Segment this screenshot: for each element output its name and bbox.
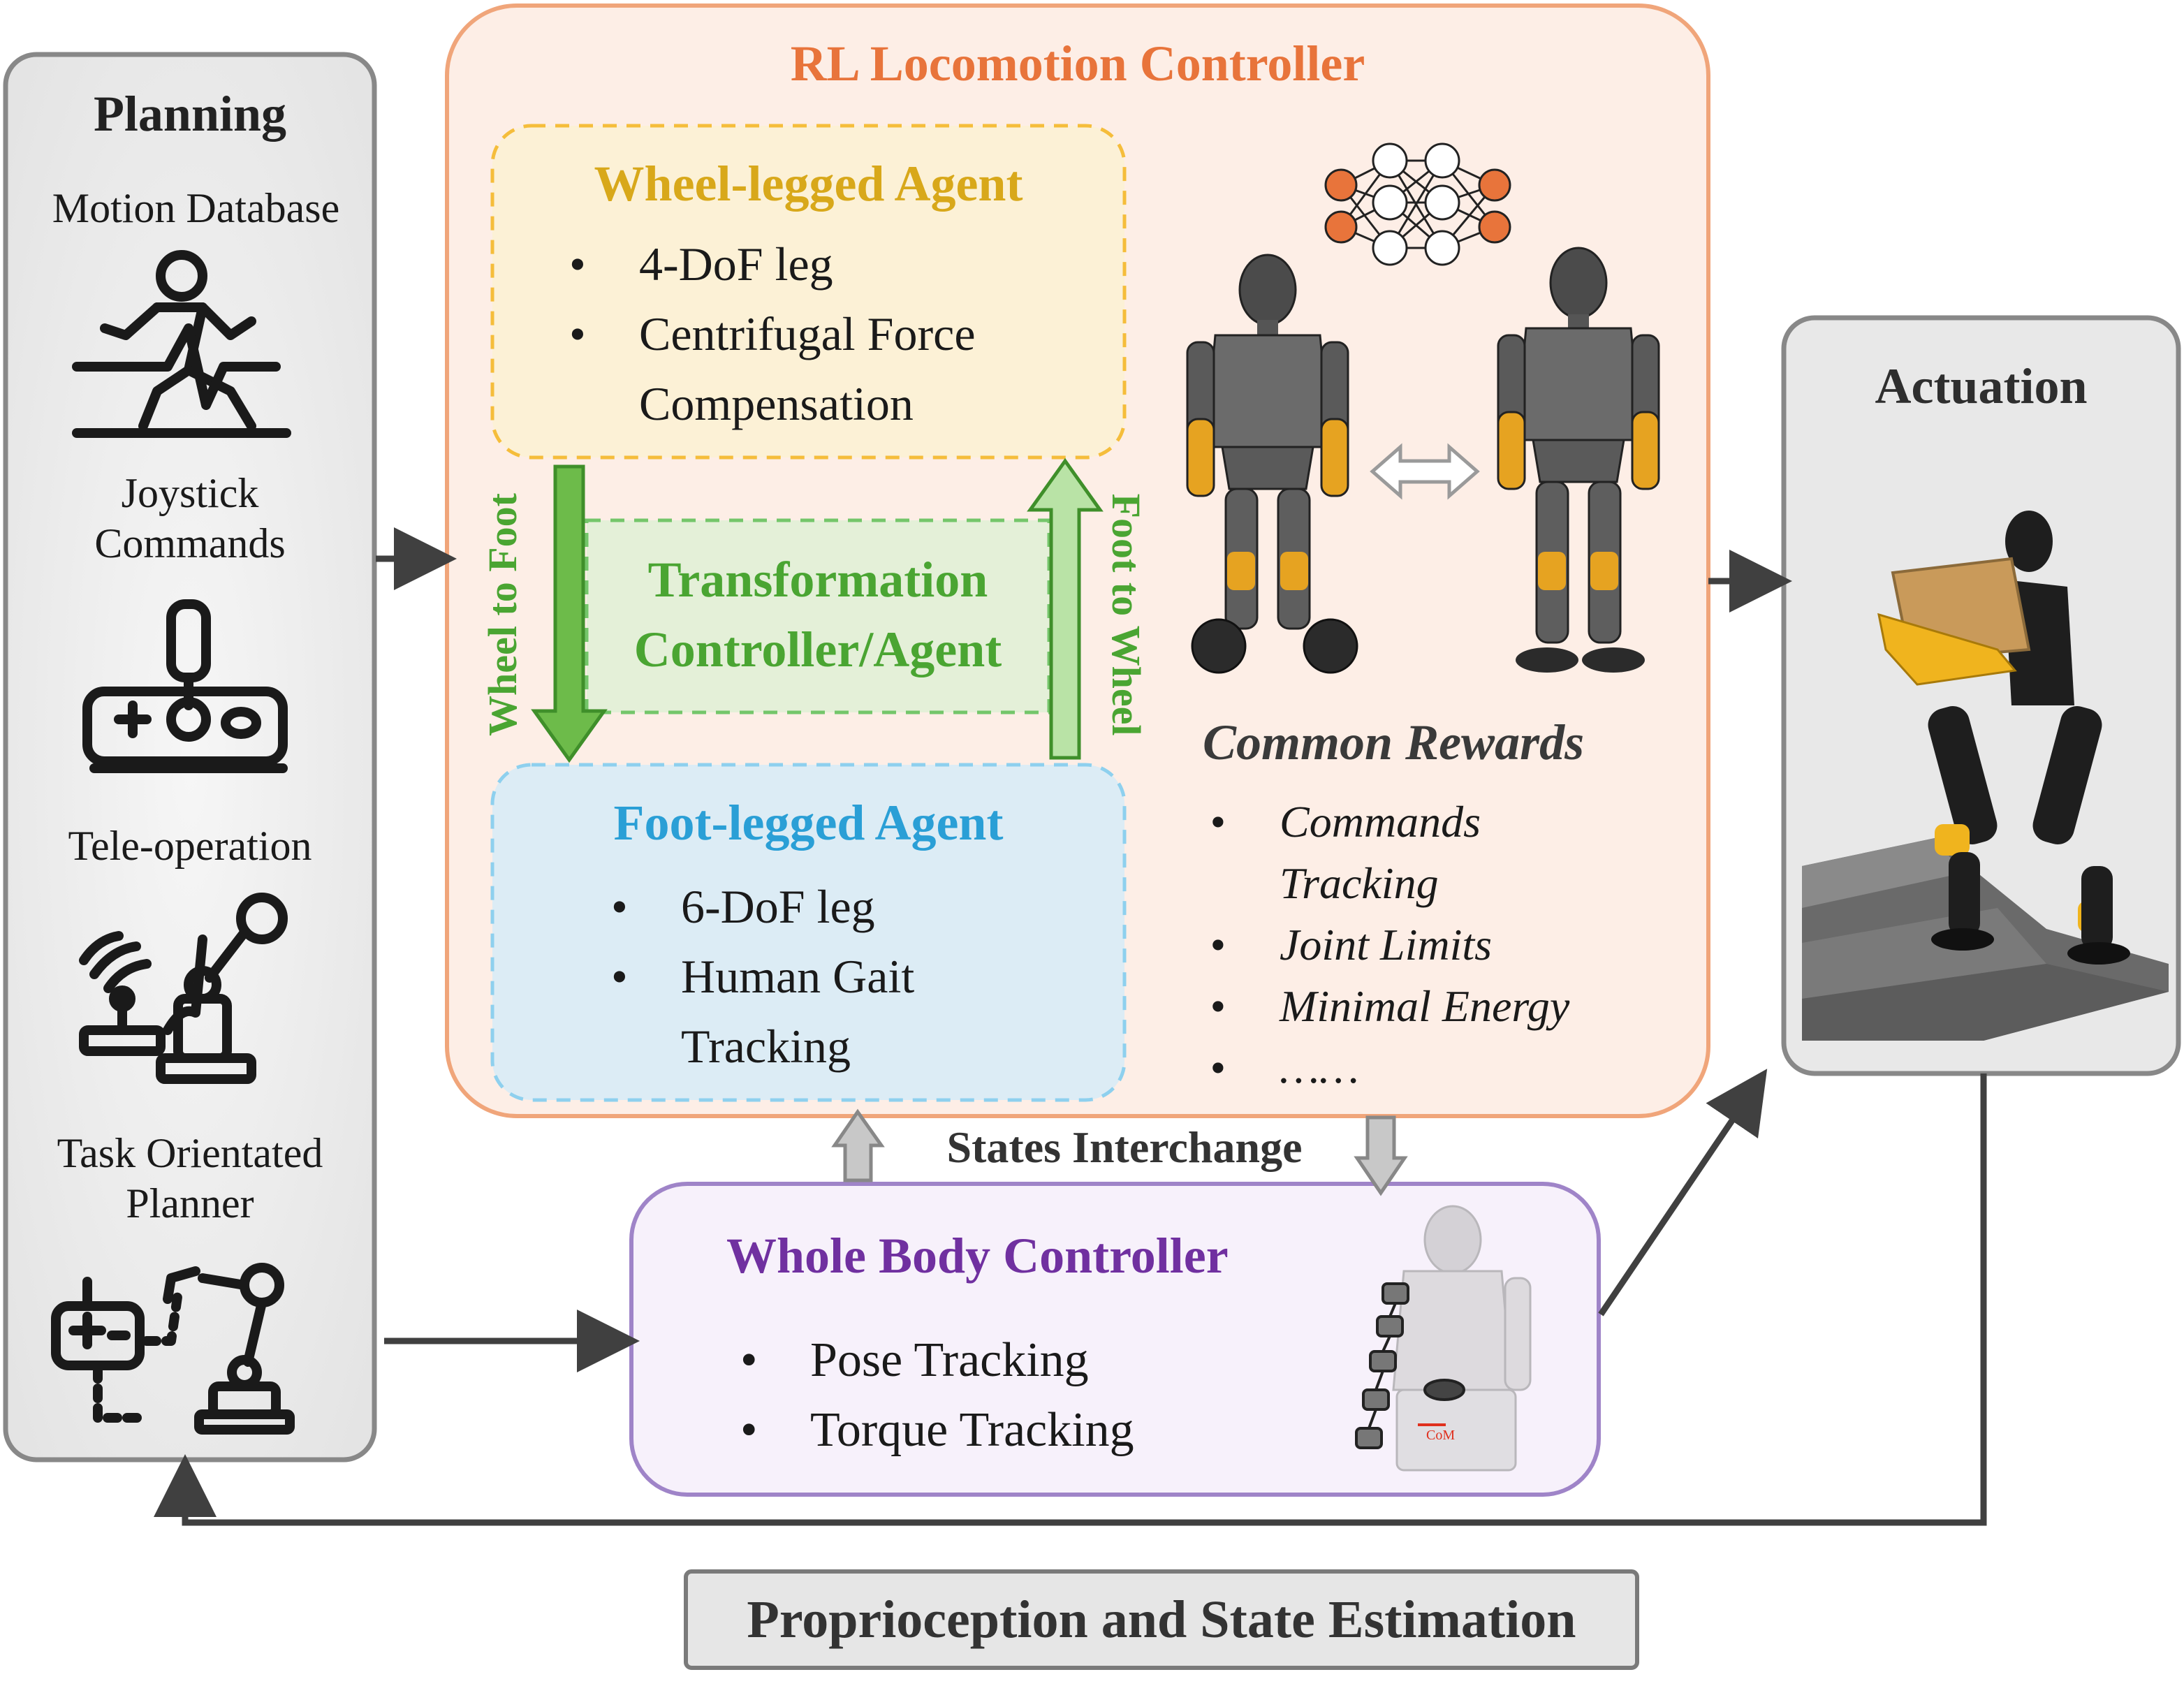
neural-network-icon bbox=[1324, 142, 1511, 266]
foot-legged-robot-image bbox=[1497, 247, 1660, 673]
reward-item: Joint Limits bbox=[1210, 914, 1569, 976]
transformation-title-line2: Controller/Agent bbox=[633, 622, 1002, 677]
joystick-icon bbox=[82, 599, 288, 773]
rewards-list-rest: Joint Limits Minimal Energy …… bbox=[1210, 914, 1569, 1099]
feedback-label: Proprioception and State Estimation bbox=[747, 1590, 1576, 1649]
foot-to-wheel-label: Foot to Wheel bbox=[1104, 493, 1149, 736]
wheel-agent-bullet: 4-DoF leg bbox=[569, 229, 976, 299]
wbc-bullet: Pose Tracking bbox=[740, 1326, 1134, 1395]
planning-title: Planning bbox=[93, 86, 287, 142]
wheel-agent-bullets: 4-DoF leg Centrifugal Force bbox=[569, 229, 976, 369]
actuation-title: Actuation bbox=[1875, 358, 2088, 414]
reward-item: Minimal Energy bbox=[1210, 976, 1569, 1037]
wheel-agent-bullet: Centrifugal Force bbox=[569, 299, 976, 369]
wbc-to-actuation-arrow bbox=[1598, 1069, 1768, 1317]
wbc-bullets: Pose Tracking Torque Tracking bbox=[740, 1326, 1134, 1465]
foot-agent-bullet: Human Gait bbox=[611, 941, 914, 1011]
foot-agent-bullets: 6-DoF leg Human Gait bbox=[611, 872, 914, 1011]
com-label: CoM bbox=[1426, 1428, 1456, 1443]
planning-item-task-planner: Task Orientated Planner bbox=[57, 1130, 323, 1226]
planner-arm-icon bbox=[51, 1263, 295, 1435]
teleoperation-arm-icon bbox=[79, 893, 288, 1084]
states-interchange-label: States Interchange bbox=[946, 1122, 1303, 1172]
running-person-icon bbox=[72, 250, 291, 438]
feedback-loop-arrow bbox=[154, 1073, 1987, 1526]
wheel-legged-robot-image bbox=[1186, 254, 1358, 674]
wheel-agent-title: Wheel-legged Agent bbox=[594, 156, 1023, 212]
rl-controller-title: RL Locomotion Controller bbox=[790, 36, 1365, 91]
planning-item-joystick-commands: Joystick Commands bbox=[94, 470, 286, 566]
reward-item: …… bbox=[1210, 1037, 1569, 1099]
wheel-to-foot-arrow bbox=[531, 464, 608, 763]
wbc-bullet: Torque Tracking bbox=[740, 1395, 1134, 1465]
actuation-robot-photo bbox=[1802, 511, 2169, 1041]
foot-agent-title: Foot-legged Agent bbox=[613, 795, 1004, 851]
foot-agent-bullet-cont: Tracking bbox=[681, 1020, 851, 1073]
wheel-to-foot-label: Wheel to Foot bbox=[480, 493, 525, 736]
wheel-agent-bullet-cont: Compensation bbox=[639, 377, 914, 430]
feedback-panel bbox=[684, 1569, 1639, 1670]
states-down-arrow bbox=[1354, 1115, 1408, 1196]
rewards-title: Common Rewards bbox=[1203, 714, 1585, 770]
wbc-robot-image bbox=[1392, 1205, 1532, 1472]
foot-to-wheel-arrow bbox=[1027, 457, 1104, 760]
reward-item-cont: Tracking bbox=[1280, 858, 1439, 908]
reward-item: Commands bbox=[1210, 791, 1481, 853]
wbc-title: Whole Body Controller bbox=[726, 1228, 1229, 1284]
transformation-title-line1: Transformation bbox=[647, 552, 988, 608]
transformation-box bbox=[585, 518, 1051, 714]
planning-item-tele-operation: Tele-operation bbox=[68, 823, 312, 869]
wbc-arm-chain-icon bbox=[1355, 1282, 1465, 1449]
foot-agent-bullet: 6-DoF leg bbox=[611, 872, 914, 941]
rewards-list: Commands bbox=[1210, 791, 1481, 853]
mode-switch-arrow bbox=[1370, 443, 1480, 500]
states-up-arrow bbox=[831, 1108, 885, 1182]
planning-item-motion-database: Motion Database bbox=[52, 185, 340, 231]
